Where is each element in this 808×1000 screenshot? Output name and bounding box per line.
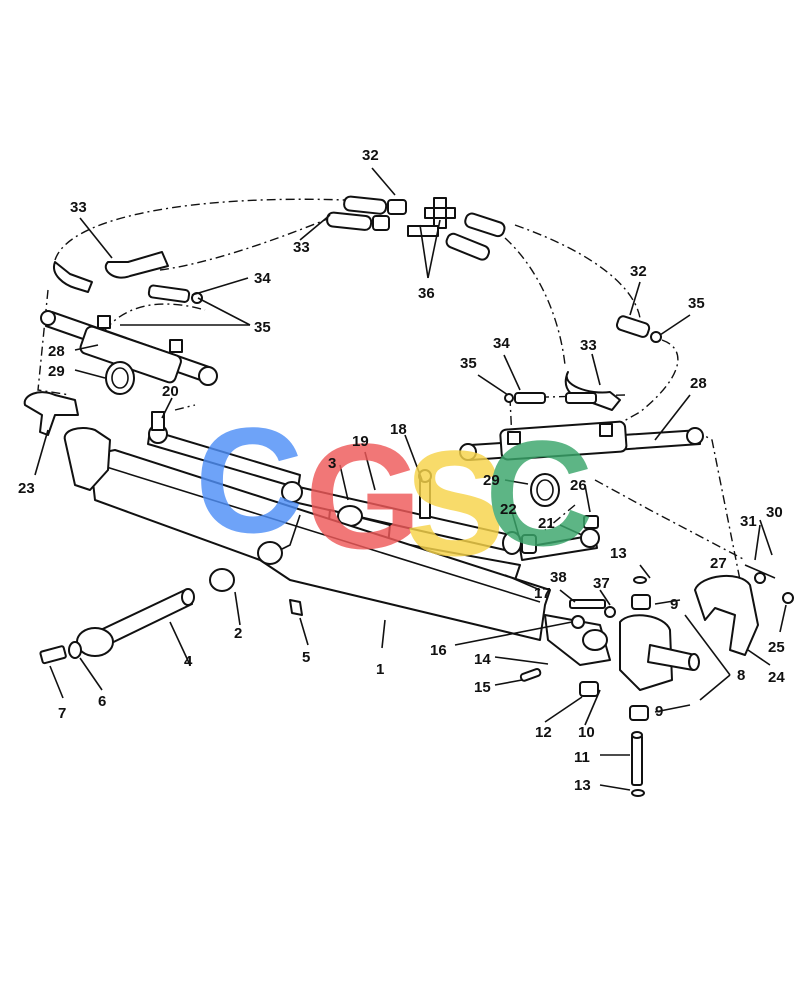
callout-36: 36 [418,285,435,302]
callout-35-right: 35 [688,295,705,312]
callout-35-center: 35 [460,355,477,372]
callout-labels: 32 33 33 36 34 35 28 29 23 20 32 35 33 3… [18,147,785,794]
callout-28-left: 28 [48,343,65,360]
callout-16: 16 [430,642,447,659]
pivot-pin-4 [39,588,303,665]
callout-13-bottom: 13 [574,777,591,794]
callout-34-right: 34 [493,335,510,352]
callout-9-bottom: 9 [655,703,663,720]
callout-29-left: 29 [48,363,65,380]
callout-3: 3 [328,455,336,472]
callout-1: 1 [376,661,384,678]
callout-27: 27 [710,555,727,572]
spindle-knuckle [519,576,700,797]
callout-13-top: 13 [610,545,627,562]
callout-26: 26 [570,477,587,494]
callout-4: 4 [184,653,193,670]
callout-9-top: 9 [670,596,678,613]
watermark-letter-s: S [405,419,505,587]
callout-35-left: 35 [254,319,271,336]
callout-29-right: 29 [483,472,500,489]
callout-14: 14 [474,651,491,668]
callout-17: 17 [534,585,551,602]
callout-20: 20 [162,383,179,400]
callout-6: 6 [98,693,106,710]
callout-25: 25 [768,639,785,656]
callout-11: 11 [574,749,590,766]
right-steering-cylinder [459,420,704,507]
callout-2: 2 [234,625,242,642]
callout-38: 38 [550,569,567,586]
watermark-letter-g: G [305,412,422,580]
callout-8: 8 [737,667,745,684]
callout-23: 23 [18,480,35,497]
callout-28-right: 28 [690,375,707,392]
callout-34-left: 34 [254,270,271,287]
callout-33-right: 33 [580,337,597,354]
watermark-letter-c1: C [195,396,303,564]
hose-assemblies [53,195,662,411]
steering-arm [569,572,794,656]
callout-19: 19 [352,433,369,450]
callout-18: 18 [390,421,407,438]
callout-33-left: 33 [70,199,87,216]
callout-24: 24 [768,669,785,686]
callout-10: 10 [578,724,595,741]
watermark-letter-c2: C [485,409,593,577]
callout-15: 15 [474,679,491,696]
callout-31: 31 [740,513,757,530]
front-axle-beam [63,427,611,666]
leader-lines [34,167,787,791]
left-steering-cylinder [23,310,218,436]
callout-32-right: 32 [630,263,647,280]
callout-21: 21 [538,515,555,532]
callout-32-top: 32 [362,147,379,164]
callout-12: 12 [535,724,552,741]
cgsc-watermark: C G S C [195,396,593,587]
callout-30: 30 [766,504,783,521]
callout-37: 37 [593,575,610,592]
callout-5: 5 [302,649,310,666]
callout-7: 7 [58,705,66,722]
callout-22: 22 [500,501,517,518]
callout-33-center: 33 [293,239,310,256]
